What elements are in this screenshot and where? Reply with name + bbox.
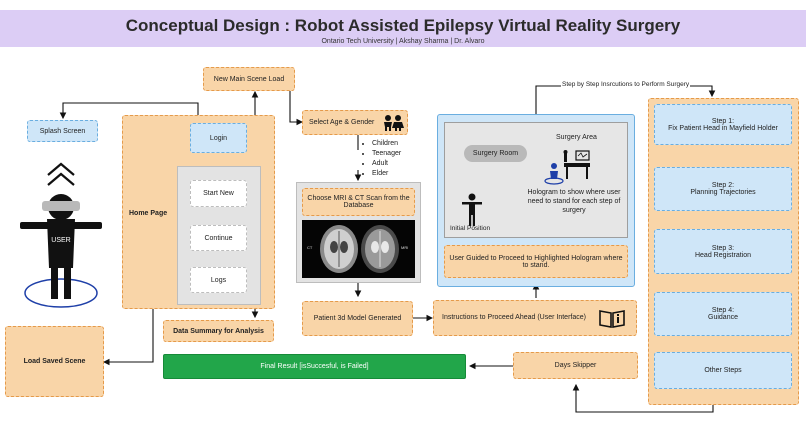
user-guided-label: User Guided to Proceed to Highlighted Ho… [449, 254, 623, 269]
load-saved-scene-label: Load Saved Scene [23, 358, 86, 365]
step-2-desc: Planning Trajectories [690, 189, 756, 196]
step-3-desc: Head Registration [694, 251, 752, 259]
user-guided-node: User Guided to Proceed to Highlighted Ho… [444, 245, 628, 278]
load-saved-scene-node: Load Saved Scene [5, 326, 104, 397]
final-result-label: Final Result [isSuccesful, is Failed] [260, 363, 369, 370]
user-label: USER [51, 237, 71, 244]
age-option: Teenager [372, 149, 401, 159]
step-1-desc: Fix Patient Head in Mayfield Holder [668, 124, 778, 132]
choose-scan-node: Choose MRI & CT Scan from the Database [302, 188, 415, 216]
initial-position-person-icon [462, 193, 482, 226]
other-steps-label: Other Steps [704, 367, 742, 374]
new-main-scene-node: New Main Scene Load [203, 67, 295, 91]
home-page-label: Home Page [129, 210, 168, 217]
data-summary-label: Data Summary for Analysis [173, 327, 264, 335]
start-new-button[interactable]: Start New [190, 180, 247, 207]
step-1-node: Step 1: Fix Patient Head in Mayfield Hol… [654, 104, 792, 145]
age-option: Elder [372, 169, 401, 179]
step-4-desc: Guidance [708, 314, 738, 321]
mri-label: MRI [401, 245, 409, 250]
initial-position-label: Initial Position [450, 225, 491, 232]
login-label: Login [209, 134, 228, 142]
continue-label: Continue [204, 234, 233, 242]
instructions-ui-label: Instructions to Proceed Ahead (User Inte… [442, 314, 586, 321]
select-age-gender-node: Select Age & Gender [302, 110, 408, 135]
age-option: Children [372, 139, 401, 149]
patient-model-node: Patient 3d Model Generated [302, 301, 413, 336]
choose-scan-label: Choose MRI & CT Scan from the Database [307, 195, 410, 209]
continue-button[interactable]: Continue [190, 225, 247, 251]
step-instructions-label: Step by Step Insrcutions to Perform Surg… [561, 81, 691, 88]
mri-ct-scan-image: CT MRI [302, 220, 415, 278]
step-2-node: Step 2: Planning Trajectories [654, 167, 792, 211]
step-3-title: Step 3: [711, 244, 735, 252]
hologram-note: Hologram to show where user need to stan… [527, 189, 621, 214]
new-main-scene-label: New Main Scene Load [213, 75, 285, 83]
page-subtitle: Ontario Tech University | Akshay Sharma … [321, 38, 485, 45]
instructions-ui-node: Instructions to Proceed Ahead (User Inte… [433, 300, 637, 336]
page-title: Conceptual Design : Robot Assisted Epile… [125, 16, 681, 35]
brain-scan-illustration [320, 225, 399, 273]
surgery-room-badge: Surgery Room [464, 145, 527, 162]
splash-screen-label: Splash Screen [39, 127, 86, 135]
final-result-node: Final Result [isSuccesful, is Failed] [163, 354, 466, 379]
surgery-room-label: Surgery Room [472, 150, 519, 157]
login-button[interactable]: Login [190, 123, 247, 153]
step-4-title: Step 4: [711, 307, 735, 314]
other-steps-node: Other Steps [654, 352, 792, 389]
people-icon [384, 115, 404, 131]
book-info-icon [599, 310, 625, 328]
patient-model-label: Patient 3d Model Generated [313, 315, 402, 322]
title-banner [0, 10, 806, 47]
logs-label: Logs [210, 276, 227, 284]
surgery-area-label: Surgery Area [556, 134, 597, 141]
user-figure-icon [20, 162, 102, 308]
days-skipper-node: Days Skipper [513, 352, 638, 379]
select-age-gender-label: Select Age & Gender [309, 119, 375, 126]
days-skipper-label: Days Skipper [554, 362, 597, 369]
step-1-title: Step 1: [711, 117, 735, 125]
age-option: Adult [372, 159, 401, 169]
surgery-equipment-icon [544, 150, 590, 185]
ct-label: CT [307, 245, 313, 250]
step-2-title: Step 2: [711, 182, 735, 189]
logs-button[interactable]: Logs [190, 267, 247, 293]
splash-screen-node: Splash Screen [27, 120, 98, 142]
age-options-list: Children Teenager Adult Elder [362, 139, 401, 179]
step-4-node: Step 4: Guidance [654, 292, 792, 336]
start-new-label: Start New [203, 190, 234, 197]
step-3-node: Step 3: Head Registration [654, 229, 792, 274]
data-summary-node: Data Summary for Analysis [163, 320, 274, 342]
